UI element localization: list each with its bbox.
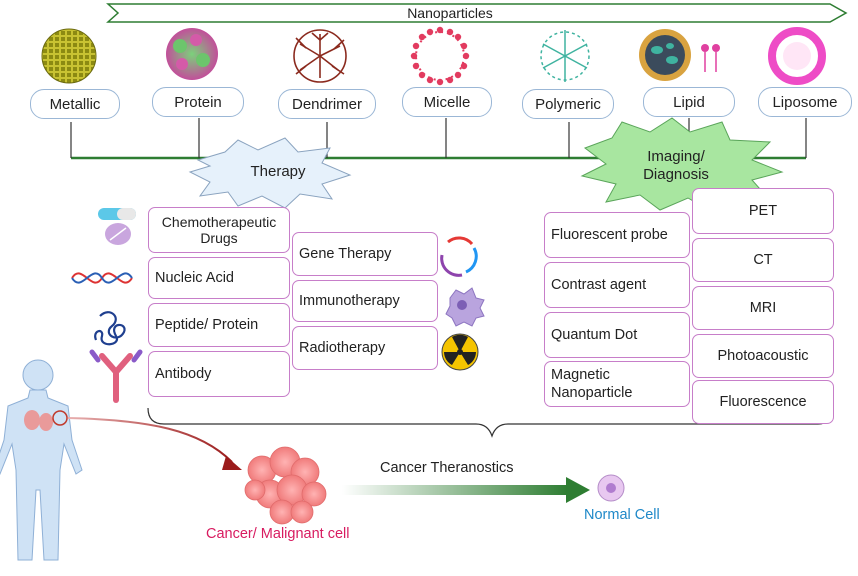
human-body-figure <box>0 359 83 561</box>
imaging-ct: CT <box>692 238 834 282</box>
np-label-metallic: Metallic <box>30 89 120 119</box>
nanoparticles-banner-arrow <box>106 3 848 23</box>
antibody-icon <box>89 349 143 403</box>
dna-icon <box>71 272 133 284</box>
plasmid-icon <box>440 236 478 277</box>
np-label-polymeric: Polymeric <box>522 89 614 119</box>
imaging-quantum-dot: Quantum Dot <box>544 312 690 358</box>
np-label-micelle: Micelle <box>402 87 492 117</box>
imaging-fluorescence: Fluorescence <box>692 380 834 424</box>
liposome-icon <box>768 27 826 85</box>
therapy-drug-nucleic-acid: Nucleic Acid <box>148 257 290 299</box>
imaging-pet: PET <box>692 188 834 234</box>
np-label-dendrimer: Dendrimer <box>278 89 376 119</box>
imaging-magnetic-nanoparticle: Magnetic Nanoparticle <box>544 361 690 407</box>
therapy-drug-peptide-protein: Peptide/ Protein <box>148 303 290 347</box>
np-label-lipid: Lipid <box>643 87 735 117</box>
metallic-icon <box>41 28 97 84</box>
therapy-title: Therapy <box>250 163 306 180</box>
lipid-icon <box>639 29 720 81</box>
imaging-fluorescent-probe: Fluorescent probe <box>544 212 690 258</box>
np-label-liposome: Liposome <box>758 87 852 117</box>
polymeric-icon <box>540 30 590 82</box>
therapy-drug-antibody: Antibody <box>148 351 290 397</box>
therapy-drug-chemotherapeutic: Chemotherapeutic Drugs <box>148 207 290 253</box>
body-to-cancer-arrow <box>67 417 233 463</box>
immune-cell-icon <box>445 287 485 327</box>
imaging-photoacoustic: Photoacoustic <box>692 334 834 378</box>
therapy-radiotherapy: Radiotherapy <box>292 326 438 370</box>
protein-icon <box>166 28 218 80</box>
normal-cell-icon <box>597 474 625 502</box>
imaging-mri: MRI <box>692 286 834 330</box>
pill-capsule-icon <box>98 208 136 245</box>
micelle-icon <box>410 26 470 86</box>
nanoparticles-title: Nanoparticles <box>407 5 493 21</box>
peptide-icon <box>94 311 126 346</box>
therapy-immunotherapy: Immunotherapy <box>292 280 438 322</box>
imaging-title: Imaging/ Diagnosis <box>643 148 709 183</box>
radiation-icon <box>441 333 479 371</box>
normal-cell-label: Normal Cell <box>584 507 660 523</box>
therapy-burst <box>188 137 352 209</box>
dendrimer-icon <box>293 29 347 83</box>
theranostics-arrow <box>342 485 568 495</box>
imaging-contrast-agent: Contrast agent <box>544 262 690 308</box>
cancer-cell-icon <box>244 446 327 525</box>
np-label-protein: Protein <box>152 87 244 117</box>
theranostics-label: Cancer Theranostics <box>380 460 514 476</box>
therapy-gene-therapy: Gene Therapy <box>292 232 438 276</box>
cancer-cell-label: Cancer/ Malignant cell <box>206 526 350 542</box>
